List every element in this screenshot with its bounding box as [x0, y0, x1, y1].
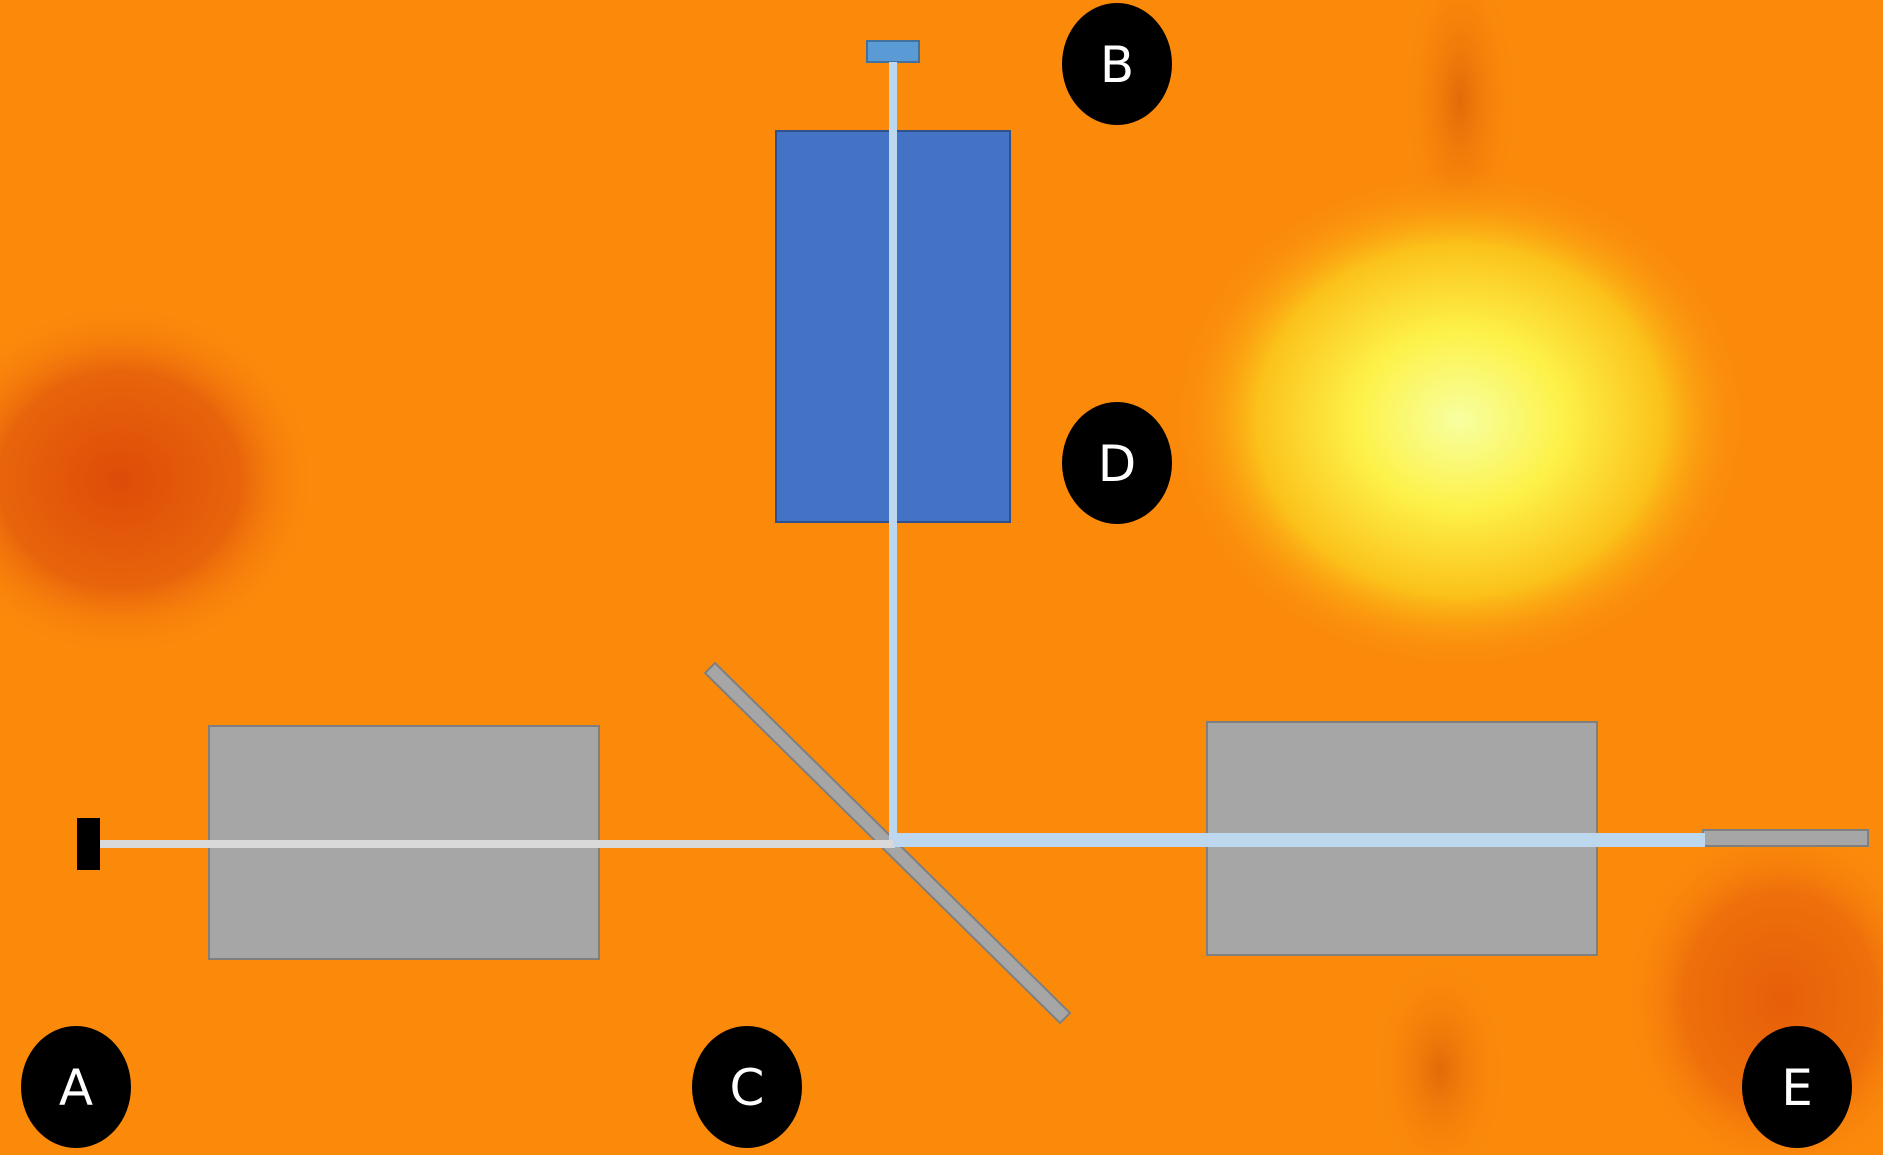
- marker-d-badge: [1062, 402, 1172, 524]
- marker-b-label: B: [1100, 36, 1134, 94]
- marker-e-badge: [1742, 1026, 1852, 1148]
- output-rod: [1702, 829, 1869, 847]
- marker-a-label: A: [59, 1059, 93, 1117]
- marker-b-badge: [1062, 3, 1172, 125]
- marker-a-badge: [21, 1026, 131, 1148]
- beam-paths: [100, 62, 1705, 848]
- marker-a: A: [21, 1026, 131, 1148]
- beam-vertical: [889, 62, 897, 840]
- marker-c-badge: [692, 1026, 802, 1148]
- beam-right: [893, 833, 1705, 847]
- dark-streak-bottom: [1370, 950, 1510, 1155]
- detector-cap: [866, 40, 920, 63]
- warm-patch-left: [0, 300, 320, 660]
- marker-e-label: E: [1781, 1059, 1813, 1117]
- marker-c-label: C: [730, 1059, 765, 1117]
- marker-b: B: [1062, 3, 1172, 125]
- marker-e: E: [1742, 1026, 1852, 1148]
- hot-spot: [1170, 170, 1750, 670]
- source-element: [77, 818, 100, 870]
- marker-d: D: [1062, 402, 1172, 524]
- marker-d-label: D: [1098, 435, 1137, 493]
- marker-c: C: [692, 1026, 802, 1148]
- beam-left: [100, 840, 895, 848]
